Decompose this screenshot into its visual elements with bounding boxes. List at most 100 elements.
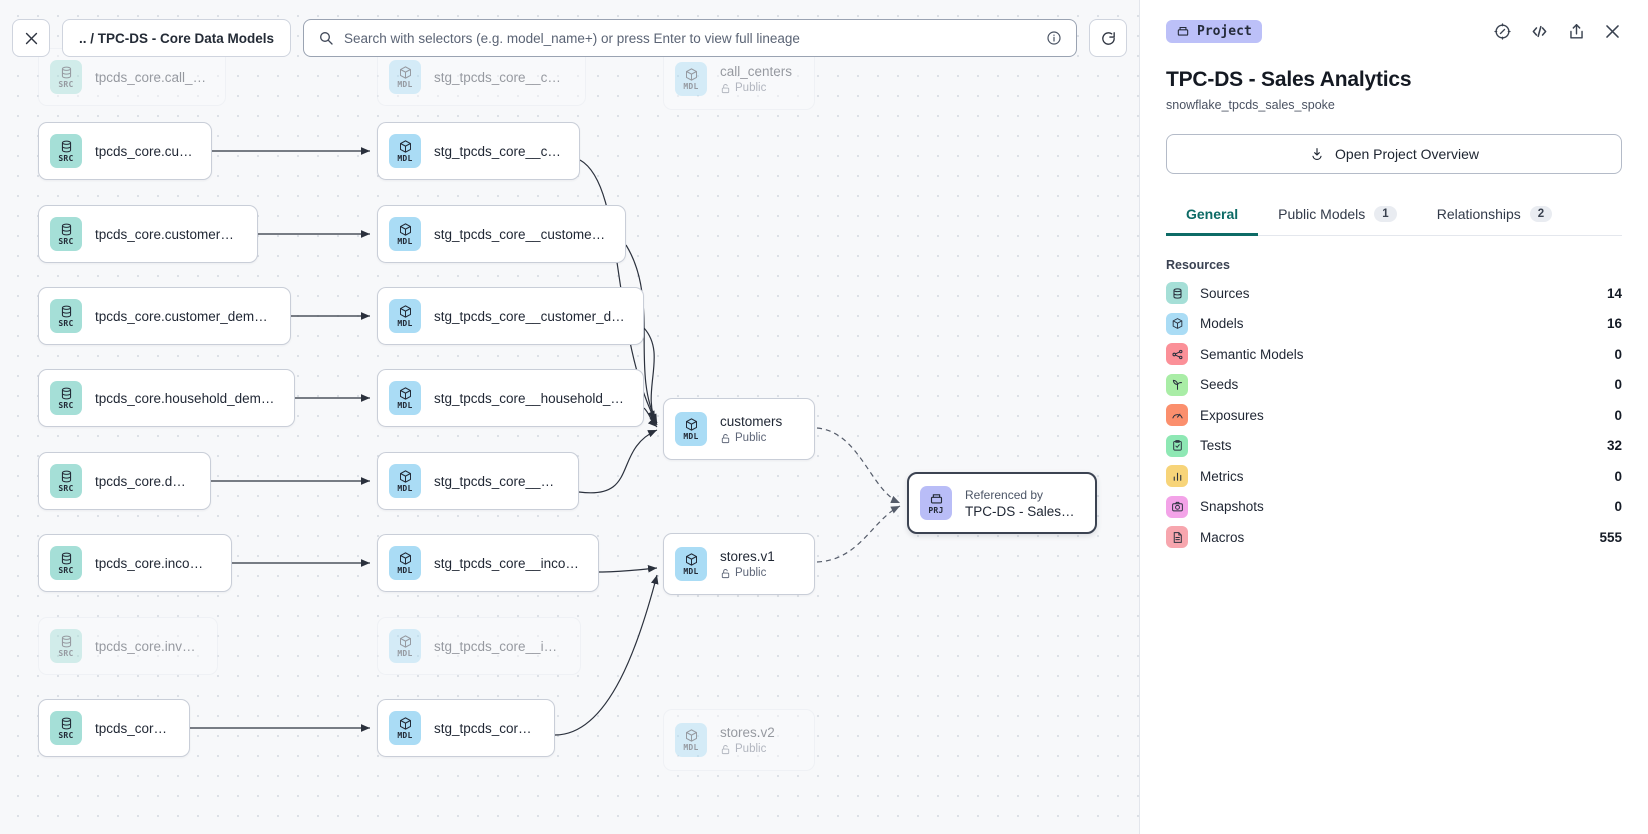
lineage-node-src-customer-demographics[interactable]: SRC tpcds_core.customer_demographics bbox=[38, 287, 291, 345]
lineage-node-mdl-stg-customer-demographics[interactable]: MDLstg_tpcds_core__customer_demogra… bbox=[377, 287, 644, 345]
lineage-node-src-store[interactable]: SRC tpcds_core.store bbox=[38, 699, 190, 757]
lineage-node-src-customer-address[interactable]: SRC tpcds_core.customer_address bbox=[38, 205, 258, 263]
resource-type-chip[interactable]: Project bbox=[1166, 19, 1262, 43]
document-icon bbox=[1166, 526, 1188, 549]
node-label: customers bbox=[720, 414, 783, 429]
resource-row-tests[interactable]: Tests 32 bbox=[1166, 431, 1622, 462]
mdl-node-icon: MDL bbox=[389, 629, 421, 663]
details-panel: Project bbox=[1139, 0, 1648, 834]
lineage-node-mdl-stg-household-demographics[interactable]: MDLstg_tpcds_core__household_demogr… bbox=[377, 369, 644, 427]
lock-icon bbox=[720, 83, 731, 94]
src-node-icon: SRC bbox=[50, 299, 82, 333]
node-badge: MDL bbox=[397, 649, 413, 658]
graph-icon bbox=[1166, 343, 1188, 366]
refresh-icon bbox=[1101, 31, 1115, 45]
node-badge: PRJ bbox=[928, 506, 944, 515]
resource-label: Seeds bbox=[1200, 377, 1239, 393]
mdl-node-icon: MDL bbox=[389, 299, 421, 333]
node-text: stg_tpcds_core__customer bbox=[434, 144, 561, 159]
node-text: tpcds_core.income_band bbox=[95, 556, 213, 571]
node-label: stg_tpcds_core__customer_address bbox=[434, 226, 607, 242]
resource-count: 555 bbox=[1599, 529, 1622, 545]
mdl-node-icon: MDL bbox=[389, 711, 421, 745]
resource-label: Semantic Models bbox=[1200, 346, 1304, 362]
src-node-icon: SRC bbox=[50, 60, 82, 94]
search-input[interactable] bbox=[344, 30, 1036, 46]
node-text: stg_tpcds_core__income_band bbox=[434, 556, 580, 571]
node-text: stg_tpcds_core__inventory bbox=[434, 639, 562, 654]
node-label: stores.v2 bbox=[720, 725, 775, 740]
node-text: tpcds_core.date_dim bbox=[95, 474, 192, 489]
download-overview-icon bbox=[1312, 148, 1322, 160]
chip-label: Project bbox=[1197, 23, 1252, 39]
node-visibility: Public bbox=[720, 743, 775, 755]
node-caption: Referenced by bbox=[965, 487, 1044, 502]
resource-count: 32 bbox=[1606, 438, 1622, 454]
breadcrumb[interactable]: .. / TPC-DS - Core Data Models bbox=[62, 19, 292, 57]
src-node-icon: SRC bbox=[50, 711, 82, 745]
lineage-node-mdl-stg-inventory: MDL stg_tpcds_core__inventory bbox=[377, 617, 581, 675]
node-badge: SRC bbox=[58, 237, 74, 246]
node-label: tpcds_core.store bbox=[95, 720, 171, 736]
code-icon[interactable] bbox=[1529, 21, 1550, 42]
node-label: stg_tpcds_core__inventory bbox=[434, 638, 562, 654]
page-title: TPC-DS - Sales Analytics bbox=[1166, 68, 1412, 91]
mdl-node-icon: MDL bbox=[675, 412, 707, 446]
search-box[interactable] bbox=[303, 19, 1077, 57]
resource-label: Tests bbox=[1200, 438, 1232, 454]
prj-node-icon: PRJ bbox=[920, 486, 952, 520]
node-badge: MDL bbox=[683, 432, 699, 441]
node-label: tpcds_core.customer_address bbox=[95, 226, 239, 242]
node-label: stg_tpcds_core__household_demogr… bbox=[434, 390, 625, 406]
close-lineage-button[interactable] bbox=[12, 19, 50, 57]
mdl-node-icon: MDL bbox=[389, 217, 421, 251]
resource-label: Models bbox=[1200, 316, 1244, 332]
node-badge: MDL bbox=[397, 484, 413, 493]
close-panel-icon[interactable] bbox=[1603, 22, 1622, 41]
lineage-canvas[interactable]: .. / TPC-DS - Core Data Models SRCtpcds_… bbox=[0, 0, 1139, 834]
resource-label: Metrics bbox=[1200, 468, 1244, 484]
overview-button-label: Open Project Overview bbox=[1335, 146, 1479, 162]
node-badge: SRC bbox=[58, 319, 74, 328]
share-icon[interactable] bbox=[1567, 22, 1586, 41]
resources-heading: Resources bbox=[1166, 258, 1230, 272]
lock-icon bbox=[720, 744, 731, 755]
mdl-node-icon: MDL bbox=[389, 60, 421, 94]
panel-actions bbox=[1493, 21, 1622, 42]
refresh-button[interactable] bbox=[1089, 19, 1127, 57]
project-identifier: snowflake_tpcds_sales_spoke bbox=[1166, 98, 1335, 112]
node-label: tpcds_core.income_band bbox=[95, 555, 213, 571]
tab-general[interactable]: General bbox=[1166, 198, 1259, 236]
compass-icon[interactable] bbox=[1493, 22, 1512, 41]
node-label: tpcds_core.inventory bbox=[95, 638, 199, 654]
info-icon[interactable] bbox=[1046, 30, 1062, 46]
lineage-node-mdl-stg-customer-address[interactable]: MDL stg_tpcds_core__customer_address bbox=[377, 205, 626, 263]
checklist-icon bbox=[1166, 434, 1188, 457]
search-icon bbox=[320, 32, 333, 45]
open-project-overview-button[interactable]: Open Project Overview bbox=[1166, 134, 1622, 174]
node-label: tpcds_core.customer_demographics bbox=[95, 308, 272, 324]
